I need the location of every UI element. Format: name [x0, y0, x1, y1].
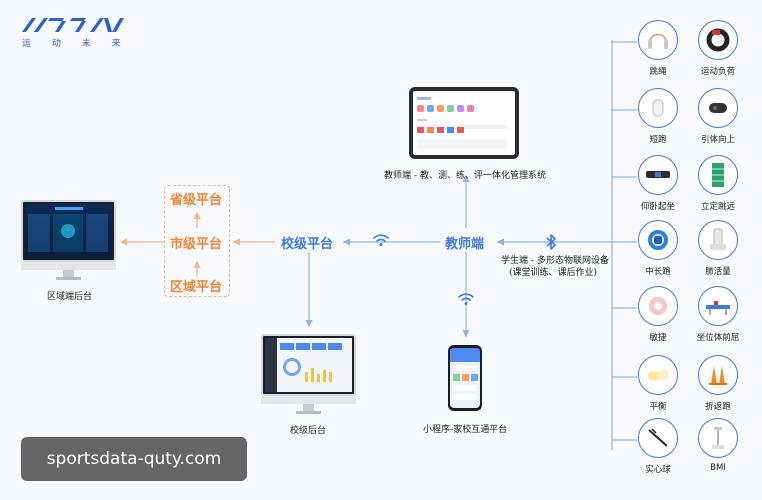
region-backend-label: 区域端后台 [47, 292, 93, 302]
device-label: 短跑 [649, 135, 667, 145]
device-sprint-sensor [638, 88, 678, 128]
device-label: 立定跳远 [700, 202, 735, 212]
wristband-icon [648, 230, 668, 250]
device-pull-up-sensor [698, 88, 738, 128]
long-jump-mat-icon [712, 163, 724, 187]
medicine-ball-icon [648, 428, 668, 447]
teacher-hub-label: 教师端 [445, 237, 485, 252]
city-platform-label: 市级平台 [170, 237, 223, 252]
school-backend-label: 校级后台 [290, 426, 327, 436]
pull-up-sensor-icon [709, 103, 727, 113]
school-platform-label: 校级平台 [281, 237, 334, 252]
heart-rate-band-icon [706, 28, 730, 52]
device-label: 跳绳 [649, 67, 667, 77]
teacher-system-tablet [409, 87, 519, 159]
device-label: 中长跑 [645, 267, 671, 277]
bluetooth-icon [546, 234, 556, 250]
region-backend-screen [25, 204, 112, 258]
district-platform-label: 区域平台 [170, 280, 223, 295]
brand-logo-caption: 运 动 未 来 [22, 39, 130, 49]
device-wristband [638, 220, 678, 260]
sit-reach-icon [706, 301, 730, 315]
device-label: 实心球 [645, 465, 671, 475]
region-backend-monitor [21, 200, 116, 280]
teacher-system-label: 教师端 - 教、测、练、评一体化管理系统 [384, 171, 546, 181]
wifi-icon [458, 293, 474, 305]
device-label: 敏捷 [649, 333, 667, 343]
student-devices-label: 学生端 - 多形态物联网设备 [501, 256, 609, 266]
cone-icon [709, 366, 727, 385]
device-sit-up-mat [638, 155, 678, 195]
wifi-icon [373, 234, 389, 246]
spirometer-icon [710, 228, 726, 250]
device-label: 运动负荷 [700, 67, 735, 77]
device-height-scale [698, 418, 738, 458]
sit-up-mat-icon [646, 171, 670, 178]
balance-pad-icon [648, 370, 669, 381]
mini-program-phone [448, 345, 482, 411]
student-devices-sublabel: (课堂训练、课后作业) [509, 268, 598, 278]
school-backend-monitor [261, 334, 356, 414]
sprint-sensor-icon [652, 99, 664, 117]
brand-logo: 运 动 未 来 [22, 17, 130, 49]
school-backend-screen [265, 338, 352, 392]
jump-rope-icon [648, 33, 668, 49]
device-spirometer [698, 220, 738, 260]
device-label: 折返跑 [705, 402, 731, 412]
brand-logo-icon [22, 18, 124, 32]
region-platform-group [164, 185, 230, 297]
device-balance-pad [638, 355, 678, 395]
device-heart-rate-band [698, 20, 738, 60]
device-label: 引体向上 [700, 135, 735, 145]
watermark: sportsdata-quty.com [21, 437, 247, 481]
device-label: BMI [710, 463, 726, 473]
device-medicine-ball [638, 418, 678, 458]
device-sit-reach [698, 286, 738, 326]
device-label: 坐位体前屈 [696, 333, 740, 343]
province-platform-label: 省级平台 [170, 193, 223, 208]
mini-program-label: 小程序-家校互通平台 [423, 425, 508, 435]
device-agility-pad [638, 286, 678, 326]
device-label: 仰卧起坐 [640, 202, 675, 212]
tablet-screen [413, 91, 515, 155]
agility-pad-icon [649, 297, 667, 315]
height-scale-icon [712, 427, 724, 449]
device-long-jump-mat [698, 155, 738, 195]
device-label: 平衡 [649, 402, 667, 412]
device-jump-rope [638, 20, 678, 60]
device-cone [698, 355, 738, 395]
device-label: 肺活量 [705, 267, 731, 277]
phone-screen [450, 348, 480, 408]
